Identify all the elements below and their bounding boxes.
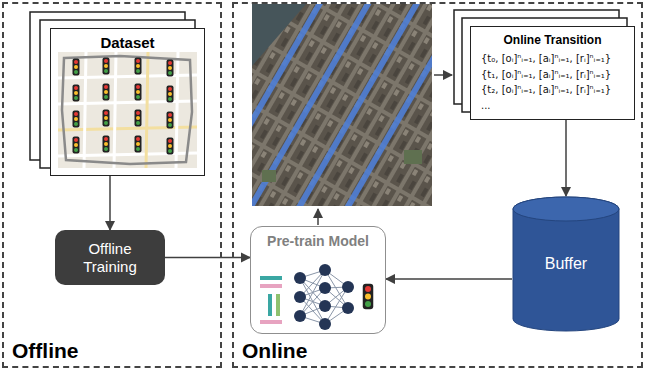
- highlighted-road: [263, 4, 432, 206]
- transition-text: {t₀, [oᵢ]ⁿᵢ₌₁, [aᵢ]ⁿᵢ₌₁, [rᵢ]ⁿᵢ₌₁}: [481, 51, 611, 67]
- model-icon: [260, 264, 373, 330]
- flow-arrow: [565, 120, 567, 196]
- traffic-light: [167, 112, 174, 129]
- traffic-light: [103, 58, 110, 75]
- traffic-light: [73, 59, 80, 76]
- transition-text: {t₁, [oᵢ]ⁿᵢ₌₁, [aᵢ]ⁿᵢ₌₁, [rᵢ]ⁿᵢ₌₁}: [481, 67, 611, 83]
- transition-text: {t₂, [oᵢ]ⁿᵢ₌₁, [aᵢ]ⁿᵢ₌₁, [rᵢ]ⁿᵢ₌₁}: [481, 82, 611, 98]
- panel-label: Offline: [12, 339, 79, 363]
- flow-arrow: [165, 257, 250, 259]
- flow-arrow: [109, 176, 111, 230]
- river: [252, 4, 306, 66]
- card-title: Dataset: [51, 29, 204, 51]
- collect-arrow: [434, 74, 452, 76]
- traffic-light: [135, 58, 142, 75]
- dataset-card: Dataset: [50, 28, 205, 176]
- neuron: [294, 272, 306, 284]
- neuron: [342, 281, 354, 293]
- traffic-light: [103, 136, 110, 153]
- neuron: [319, 300, 331, 312]
- city-blocks: [252, 4, 432, 206]
- online-panel: Online Online Transition {t₀, [oᵢ]ⁿᵢ₌₁, [a…: [232, 2, 643, 368]
- training-box: Offline Training: [55, 230, 165, 285]
- traffic-light: [167, 60, 174, 77]
- transition-text: ...: [481, 98, 491, 114]
- neuron: [294, 310, 306, 322]
- buffer-cylinder: Buffer: [512, 196, 620, 332]
- intersection-bar: [276, 294, 280, 316]
- intersection-bar: [268, 294, 272, 316]
- park: [262, 170, 276, 182]
- traffic-light: [135, 84, 142, 101]
- traffic-light: [363, 284, 374, 310]
- traffic-light: [135, 136, 142, 153]
- region-boundary: [62, 56, 192, 164]
- intersection-bar: [260, 320, 282, 324]
- neuron: [342, 302, 354, 314]
- flow-arrow: [386, 278, 512, 280]
- dataset-stack: [30, 12, 205, 176]
- intersection-bar: [260, 276, 282, 280]
- network-links: [300, 270, 348, 324]
- traffic-light: [73, 111, 80, 128]
- map-ground: [58, 52, 197, 168]
- traffic-light: [73, 137, 80, 154]
- neuron: [319, 318, 331, 330]
- map-road: [146, 52, 148, 168]
- map-road: [176, 52, 178, 168]
- process-label: Offline Training: [63, 240, 157, 276]
- model-box: Pre-train Model: [250, 226, 386, 334]
- cylinder-body: [513, 197, 619, 331]
- traffic-light: [73, 85, 80, 102]
- neuron: [319, 264, 331, 276]
- transition-card: Online Transition {t₀, [oᵢ]ⁿᵢ₌₁, [aᵢ]ⁿᵢ₌₁…: [470, 26, 635, 120]
- model-title: Pre-train Model: [251, 227, 385, 249]
- offline-panel: Offline DatasetOffline Training: [2, 2, 222, 368]
- traffic-light: [167, 138, 174, 155]
- neuron: [294, 291, 306, 303]
- map-road: [114, 52, 116, 168]
- buffer-label: Buffer: [545, 255, 587, 273]
- traffic-light: [103, 110, 110, 127]
- transition-text: Online Transition: [503, 33, 601, 47]
- neuron: [319, 282, 331, 294]
- map-road: [84, 52, 86, 168]
- aerial-image: [252, 4, 432, 206]
- deploy-arrow: [317, 209, 319, 225]
- traffic-light: [167, 86, 174, 103]
- intersection-bar: [260, 284, 282, 288]
- panel-label: Online: [242, 339, 307, 363]
- front-card-fill: [50, 28, 205, 176]
- cylinder-top: [513, 197, 619, 221]
- traffic-light: [103, 84, 110, 101]
- city-map: [58, 52, 197, 168]
- highlighted-road: [252, 4, 404, 206]
- traffic-light: [135, 110, 142, 127]
- street-grid: [252, 4, 432, 206]
- park: [404, 150, 422, 164]
